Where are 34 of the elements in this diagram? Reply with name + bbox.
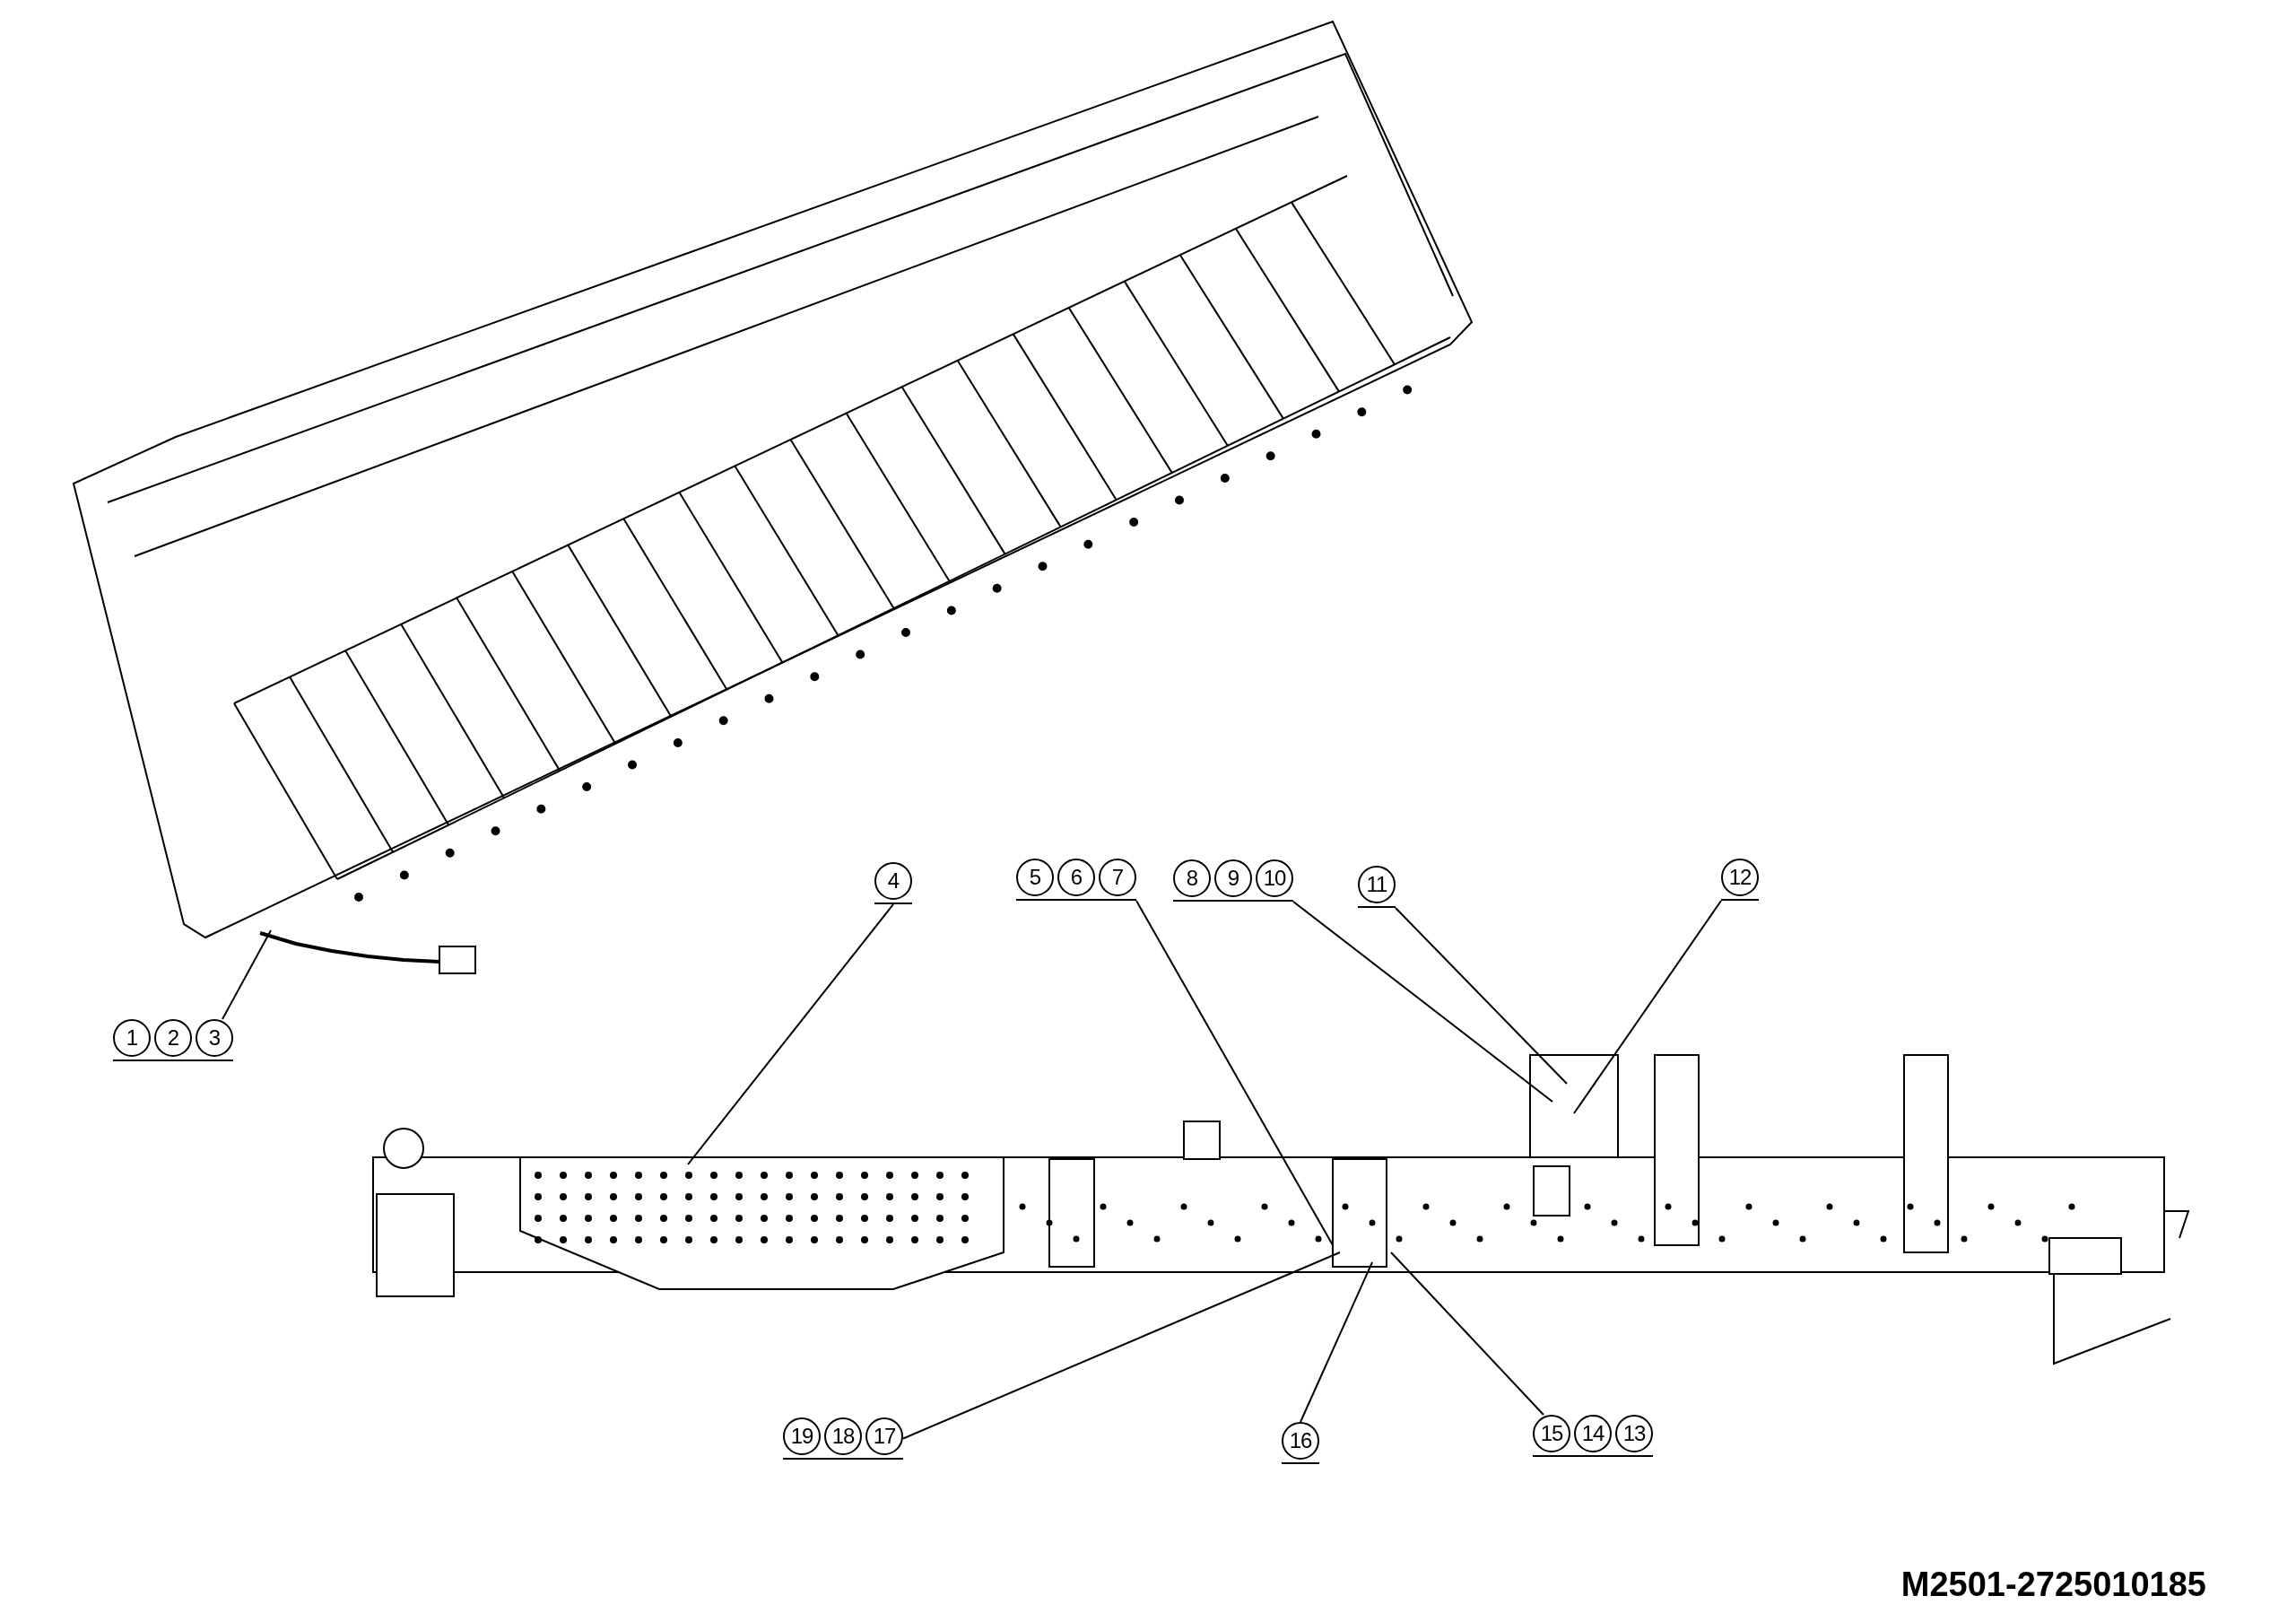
callout-number: 8: [1173, 859, 1211, 897]
callout-number: 19: [783, 1417, 821, 1455]
callout-number: 16: [1282, 1422, 1319, 1460]
drawing-number: M2501-2725010185: [1900, 1565, 2206, 1605]
callout-number: 10: [1256, 859, 1293, 897]
callout-number: 13: [1615, 1415, 1653, 1452]
callout-number: 15: [1533, 1415, 1570, 1452]
callout-group: [113, 1019, 233, 1061]
callout-number: 9: [1214, 859, 1252, 897]
callout-group: [1016, 859, 1136, 901]
callout-number: 18: [824, 1417, 862, 1455]
leader-line: [687, 903, 894, 1165]
callout-number: 11: [1358, 866, 1396, 903]
callout-number: 2: [154, 1019, 192, 1057]
callout-number: 17: [865, 1417, 903, 1455]
callout-number: 4: [874, 862, 912, 900]
callout-number: 12: [1721, 859, 1759, 896]
leader-line: [222, 929, 272, 1020]
callout-number: 14: [1574, 1415, 1612, 1452]
leader-line: [1292, 901, 1553, 1103]
callout-number: 5: [1016, 859, 1054, 896]
callout-number: 6: [1057, 859, 1095, 896]
leader-line: [1573, 900, 1722, 1114]
leader-line: [1395, 907, 1568, 1085]
callout-group: [783, 1417, 903, 1460]
leader-line: [1135, 900, 1334, 1246]
leader-line: [902, 1251, 1341, 1440]
callout-number: 7: [1099, 859, 1136, 896]
leader-line: [1390, 1251, 1544, 1416]
callout-number: 1: [113, 1019, 151, 1057]
callout-number: 3: [196, 1019, 233, 1057]
callout-group: [1173, 859, 1293, 902]
leader-line: [1300, 1261, 1373, 1423]
callout-group: [1533, 1415, 1653, 1457]
